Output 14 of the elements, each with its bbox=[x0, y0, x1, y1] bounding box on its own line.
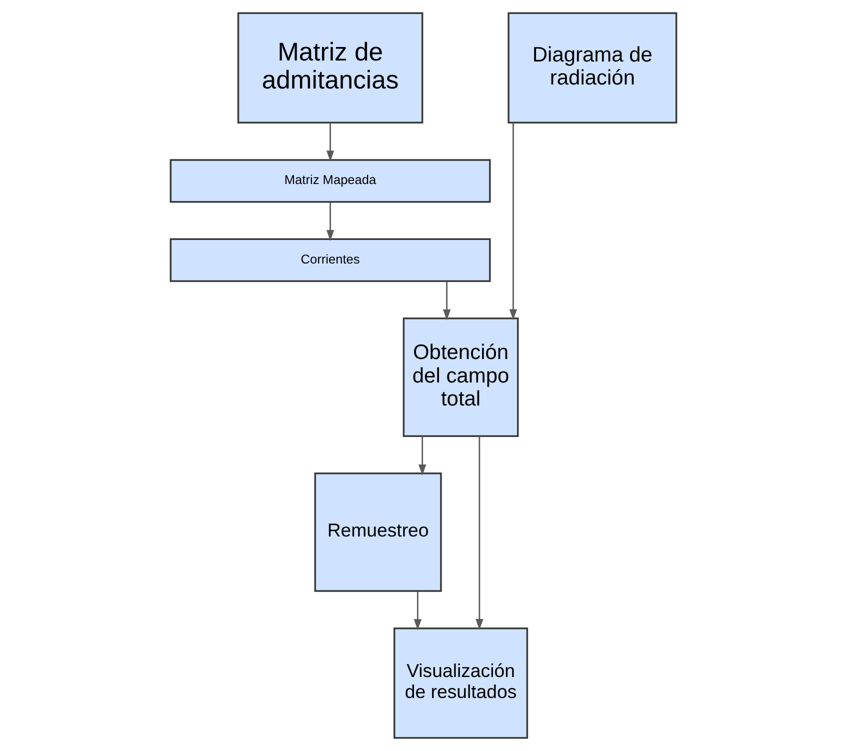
node-box: Matriz Mapeada bbox=[169, 159, 490, 203]
node-box: Diagrama de radiación bbox=[507, 12, 677, 124]
node-box: Matriz de admitancias bbox=[236, 12, 423, 124]
node-box: Visualización de resultados bbox=[393, 627, 528, 739]
arrow bbox=[442, 282, 450, 320]
node-box: Obtención del campo total bbox=[402, 318, 518, 437]
arrow bbox=[475, 436, 483, 630]
arrow bbox=[418, 436, 426, 476]
arrow bbox=[413, 591, 422, 630]
arrow bbox=[326, 202, 334, 241]
arrow bbox=[326, 122, 334, 162]
arrow bbox=[508, 122, 517, 320]
node-box: Corrientes bbox=[169, 238, 490, 282]
node-box: Remuestreo bbox=[314, 472, 442, 592]
